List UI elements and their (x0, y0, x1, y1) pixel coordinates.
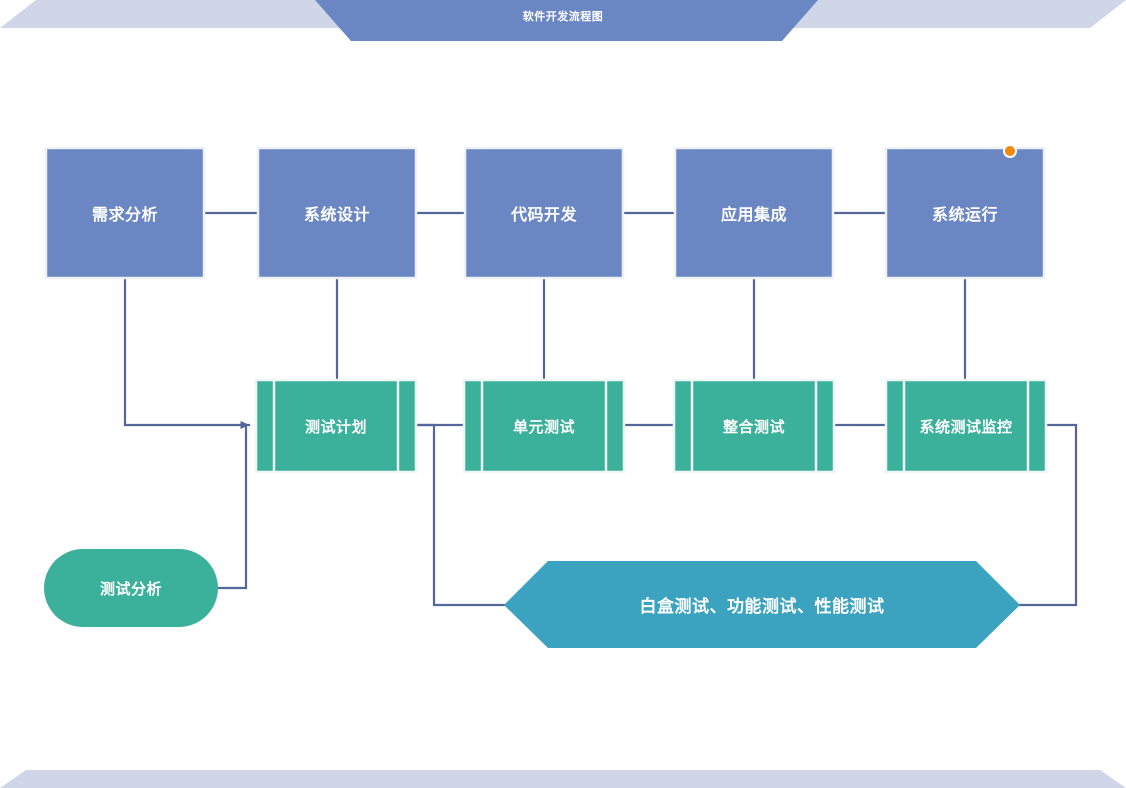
connector-plan-to-hexagon (414, 423, 506, 607)
node-test-types[interactable] (504, 561, 1020, 648)
page-title: 软件开发流程图 (522, 11, 604, 23)
connector-analysis-to-plan (216, 423, 248, 590)
node-test-analysis[interactable] (44, 549, 218, 627)
node-unit-test[interactable] (462, 378, 626, 474)
node-sys-test-monitor[interactable] (884, 378, 1048, 474)
node-sys-runtime[interactable] (884, 146, 1046, 280)
node-sys-design[interactable] (256, 146, 418, 280)
predefined-process-row (254, 378, 1048, 474)
connector-monitor-to-hexagon (1018, 423, 1078, 607)
node-integ-test[interactable] (672, 378, 836, 474)
node-req-analysis[interactable] (44, 146, 206, 280)
footer-banner-band (0, 770, 1126, 788)
connector-layer (123, 211, 1078, 607)
title-banner-chevron (315, 0, 818, 41)
selection-handle-icon[interactable] (1003, 144, 1017, 158)
process-row (44, 146, 1046, 280)
connector-req-down-to-plan (123, 276, 251, 429)
node-code-dev[interactable] (463, 146, 625, 280)
node-app-integrate[interactable] (673, 146, 835, 280)
node-test-plan[interactable] (254, 378, 418, 474)
footer-banner (0, 770, 1126, 788)
title-banner (0, 0, 1126, 41)
